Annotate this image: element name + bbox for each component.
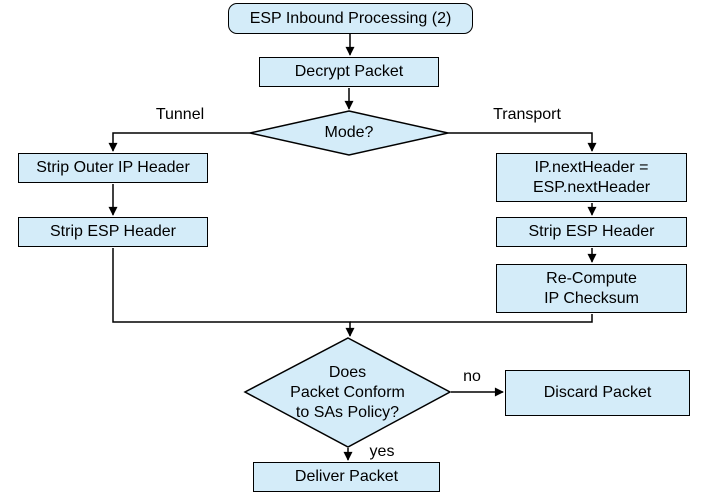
policy-diamond-shape [243,337,452,448]
node-strip-esp-header-tunnel: Strip ESP Header [18,217,208,247]
branch-label-yes: yes [369,443,395,460]
mode-diamond-shape [249,110,449,156]
branch-label-transport: Transport [493,106,561,123]
mode-diamond-label: Mode? [324,124,374,141]
policy-diamond-label: Does Packet Conform to SAs Policy? [290,363,405,421]
edge-mode-transport [448,132,597,152]
edge-transport-merge [350,314,593,323]
node-start: ESP Inbound Processing (2) [228,3,473,34]
branch-label-no: no [463,368,481,385]
node-strip-esp-header-transport: Strip ESP Header [496,217,687,247]
node-decrypt-packet: Decrypt Packet [259,57,439,87]
node-discard-packet: Discard Packet [505,370,690,416]
edge-tunnel-merge-to-policy [112,248,355,337]
node-strip-outer-ip-header: Strip Outer IP Header [18,153,208,183]
edge-mode-tunnel [108,132,250,152]
node-ip-nextheader: IP.nextHeader = ESP.nextHeader [496,153,687,202]
node-recompute-ip-checksum: Re-Compute IP Checksum [496,264,687,313]
branch-label-tunnel: Tunnel [155,106,205,123]
node-deliver-packet: Deliver Packet [253,462,440,492]
